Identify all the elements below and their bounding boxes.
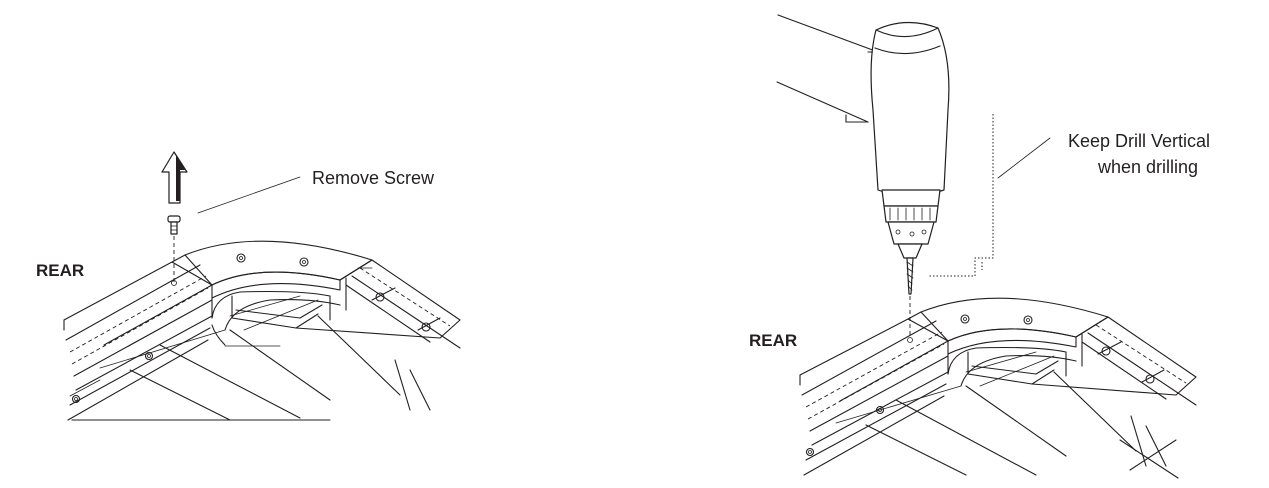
right-panel: Keep Drill Vertical when drilling REAR <box>749 14 1210 479</box>
up-arrow-icon <box>161 151 188 204</box>
rear-label-right: REAR <box>749 331 797 350</box>
remove-screw-label: Remove Screw <box>312 168 435 188</box>
drill-icon <box>776 14 950 336</box>
rear-label: REAR <box>36 261 84 280</box>
remove-screw-leader <box>197 176 301 214</box>
keep-vertical-label-line1: Keep Drill Vertical <box>1068 131 1210 151</box>
keep-vertical-label-line2: when drilling <box>1097 157 1198 177</box>
left-panel: Remove Screw REAR <box>36 151 461 421</box>
frame-corner-drawing-right <box>799 297 1197 479</box>
vertical-guide <box>928 114 994 277</box>
frame-corner-drawing <box>63 240 461 421</box>
keep-vertical-leader <box>997 137 1051 179</box>
screw-icon <box>167 215 181 283</box>
